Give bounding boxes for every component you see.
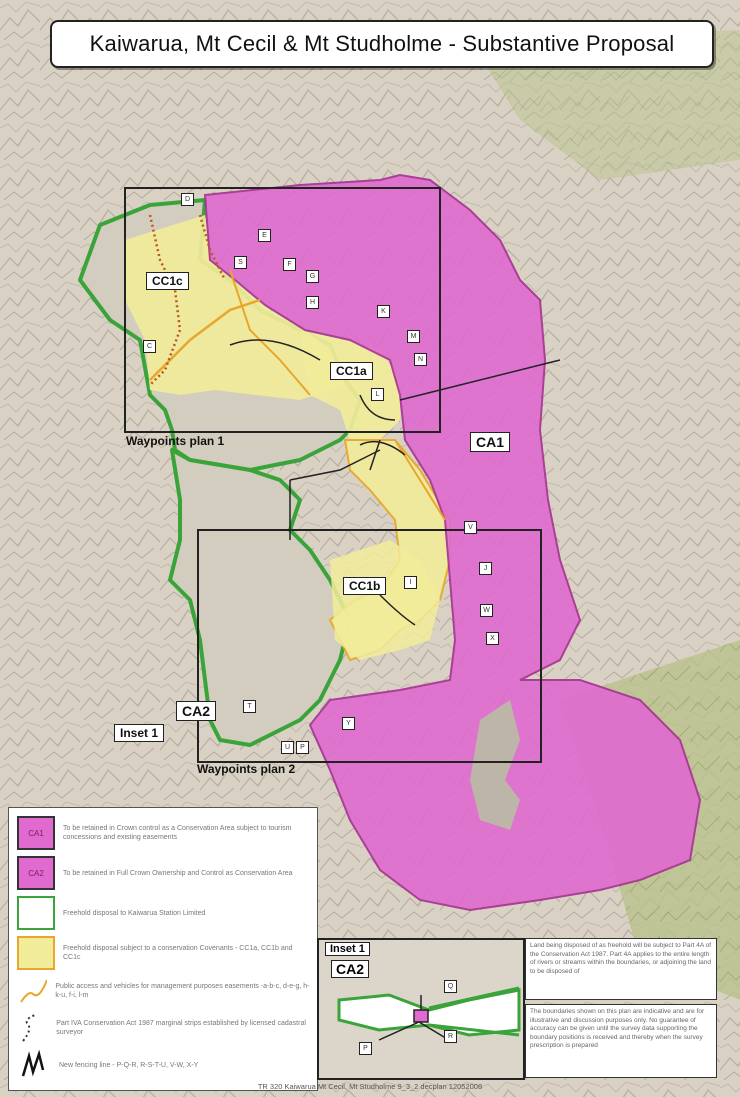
- legend-text-marginal: Part IVA Conservation Act 1987 marginal …: [56, 1020, 306, 1036]
- waypoint-u: U: [281, 741, 294, 754]
- label-waypoints-plan-2: Waypoints plan 2: [197, 762, 296, 776]
- map-footer: TR 320 Kaiwarua Mt Cecil, Mt Studholme 9…: [257, 1082, 483, 1091]
- map-legend: CA1 To be retained in Crown control as a…: [8, 807, 318, 1091]
- conservation-area-ca1: [203, 173, 702, 912]
- inset-waypoint-q: Q: [444, 980, 457, 993]
- inset-1-ca2-label: CA2: [331, 960, 370, 978]
- marginal-strip-2: [198, 214, 227, 281]
- legend-text-freehold: Freehold disposal to Kaiwarua Station Li…: [63, 909, 206, 917]
- waypoint-g: G: [306, 270, 319, 283]
- waypoint-w: W: [480, 604, 493, 617]
- legend-swatch-ca1: CA1: [17, 816, 55, 850]
- waypoint-n: N: [414, 353, 427, 366]
- legend-symbol-marginal: [22, 1014, 36, 1042]
- legend-swatch-freehold: [17, 896, 55, 930]
- waypoint-h: H: [306, 296, 319, 309]
- waypoint-s: S: [234, 256, 247, 269]
- arrow-1: [229, 339, 321, 361]
- arrow-3: [359, 440, 406, 456]
- legend-row-covenant: Freehold disposal subject to a conservat…: [17, 936, 312, 970]
- legend-text-ca2: To be retained in Full Crown Ownership a…: [63, 869, 293, 877]
- boundary-line-1: [289, 449, 381, 481]
- legend-symbol-fencing: [21, 1050, 45, 1077]
- waypoint-y: Y: [342, 717, 355, 730]
- legend-row-ca2: CA2 To be retained in Full Crown Ownersh…: [17, 856, 312, 890]
- note-boundaries-indicative: The boundaries shown on this plan are in…: [525, 1004, 717, 1078]
- waypoint-x: X: [486, 632, 499, 645]
- waypoint-p: P: [296, 741, 309, 754]
- waypoint-m: M: [407, 330, 420, 343]
- map-title: Kaiwarua, Mt Cecil & Mt Studholme - Subs…: [50, 20, 714, 68]
- legend-row-access: Public access and vehicles for managemen…: [17, 976, 312, 1006]
- legend-row-freehold: Freehold disposal to Kaiwarua Station Li…: [17, 896, 312, 930]
- access-track-2: [229, 269, 311, 396]
- waypoint-e: E: [258, 229, 271, 242]
- inset-waypoint-p: P: [359, 1042, 372, 1055]
- legend-text-access: Public access and vehicles for managemen…: [55, 983, 310, 999]
- waypoint-f: F: [283, 258, 296, 271]
- label-ca1: CA1: [470, 432, 511, 452]
- waypoint-d: D: [181, 193, 194, 206]
- label-cc1a: CC1a: [330, 362, 373, 380]
- inset-1-map: Inset 1 CA2 Q R P: [317, 938, 525, 1080]
- waypoint-j: J: [479, 562, 492, 575]
- waypoint-v: V: [464, 521, 477, 534]
- label-ca2: CA2: [176, 701, 217, 721]
- waypoint-i: I: [404, 576, 417, 589]
- marginal-strip-1: [148, 214, 182, 386]
- inset-waypoint-r: R: [444, 1030, 457, 1043]
- arrow-4: [379, 594, 416, 626]
- arrow-2: [359, 394, 396, 421]
- boundary-line-4: [369, 439, 381, 471]
- boundary-line-2: [399, 359, 561, 401]
- legend-row-ca1: CA1 To be retained in Crown control as a…: [17, 816, 312, 850]
- legend-text-covenant: Freehold disposal subject to a conservat…: [63, 945, 293, 961]
- legend-swatch-covenant: [17, 936, 55, 970]
- conservation-area-gap: [470, 700, 520, 830]
- label-waypoints-plan-1: Waypoints plan 1: [126, 434, 225, 448]
- legend-text-fencing: New fencing line - P-Q-R, R-S-T-U, V-W, …: [59, 1061, 199, 1069]
- legend-swatch-ca2: CA2: [17, 856, 55, 890]
- legend-text-ca1: To be retained in Crown control as a Con…: [63, 825, 292, 841]
- waypoints-plan-2-frame: [197, 529, 542, 763]
- waypoint-c: C: [143, 340, 156, 353]
- legend-row-fencing: New fencing line - P-Q-R, R-S-T-U, V-W, …: [17, 1050, 312, 1080]
- waypoints-plan-1-frame: [124, 187, 441, 433]
- label-inset-1: Inset 1: [114, 724, 165, 742]
- legend-row-marginal: Part IVA Conservation Act 1987 marginal …: [17, 1013, 312, 1043]
- inset-1-title: Inset 1: [325, 942, 370, 956]
- waypoint-t: T: [243, 700, 256, 713]
- label-cc1c: CC1c: [146, 272, 189, 290]
- legend-symbol-access: [20, 979, 48, 1003]
- covenant-area-cc1a: [300, 330, 400, 440]
- waypoint-k: K: [377, 305, 390, 318]
- note-part-4a: Land being disposed of as freehold will …: [525, 938, 717, 1000]
- waypoint-l: L: [371, 388, 384, 401]
- label-cc1b: CC1b: [343, 577, 387, 595]
